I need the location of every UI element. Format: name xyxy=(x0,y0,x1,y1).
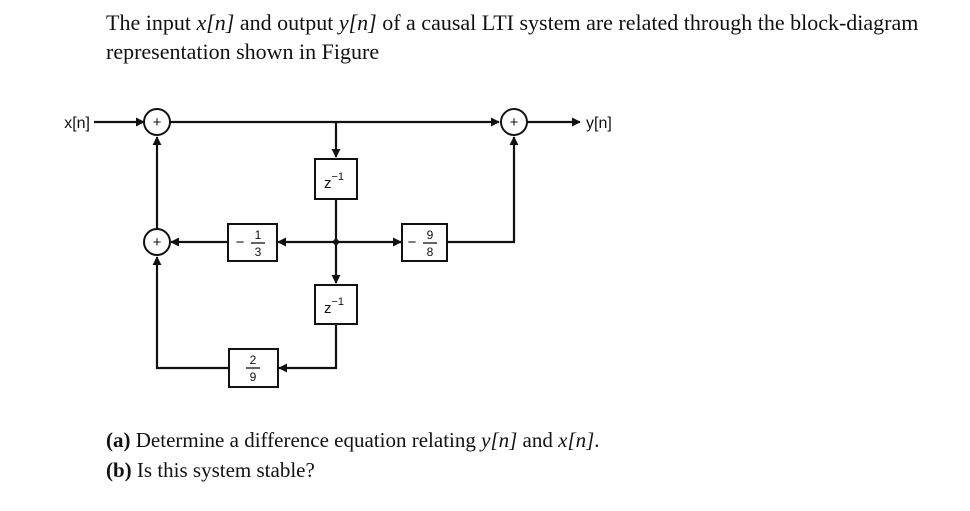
problem-statement: The input x[n] and output y[n] of a caus… xyxy=(106,8,966,66)
intro-text-1: The input xyxy=(106,10,197,35)
question-a-label: (a) xyxy=(106,428,131,452)
delay-block-2: z−1 xyxy=(314,284,358,325)
intro-text-2: and output xyxy=(234,10,339,35)
delay-1-label: z−1 xyxy=(324,171,344,192)
adder-1: + xyxy=(143,108,171,136)
question-b-text-1: Is this system stable? xyxy=(131,458,315,482)
delay-block-1: z−1 xyxy=(314,158,358,200)
question-a-input-symbol: x[n] xyxy=(558,428,595,452)
input-label: x[n] xyxy=(64,115,90,132)
adder-3: + xyxy=(500,108,528,136)
question-a-text-3: . xyxy=(594,428,600,452)
gain-block-one-third: − 1 3 xyxy=(227,223,278,262)
junction-node xyxy=(333,239,339,245)
intro-text-3: of a causal LTI system are related throu… xyxy=(106,10,919,64)
adder-2-symbol: + xyxy=(153,234,162,251)
gain-block-nine-eighths: − 9 8 xyxy=(401,223,448,262)
question-b-label: (b) xyxy=(106,458,132,482)
question-b: (b) Is this system stable? xyxy=(106,455,600,485)
delay-2-label: z−1 xyxy=(324,296,344,317)
gain-nine-eighths-sign: − xyxy=(408,234,417,251)
gain-one-third-numerator: 1 xyxy=(255,228,262,242)
signal-wires xyxy=(94,117,581,373)
output-label: y[n] xyxy=(586,115,612,132)
input-signal-symbol: x[n] xyxy=(196,10,235,35)
gain-one-third-sign: − xyxy=(236,234,245,251)
adder-3-symbol: + xyxy=(510,114,519,131)
gain-nine-eighths-denominator: 8 xyxy=(427,245,434,259)
wire-two-ninths-to-adder-2 xyxy=(152,256,228,370)
gain-two-ninths-denominator: 9 xyxy=(250,370,257,384)
gain-nine-eighths-numerator: 9 xyxy=(427,228,434,242)
gain-one-third-denominator: 3 xyxy=(255,245,262,259)
question-list: (a) Determine a difference equation rela… xyxy=(106,425,600,485)
gain-block-two-ninths: 2 9 xyxy=(228,348,279,388)
question-a-text-2: and xyxy=(517,428,559,452)
adder-2: + xyxy=(143,228,171,256)
wire-delay-2-to-gain-two-ninths xyxy=(278,324,338,373)
question-a: (a) Determine a difference equation rela… xyxy=(106,425,600,455)
question-a-output-symbol: y[n] xyxy=(481,428,518,452)
adder-1-symbol: + xyxy=(153,114,162,131)
gain-two-ninths-numerator: 2 xyxy=(250,353,257,367)
wire-nine-eighths-to-adder-3 xyxy=(447,136,519,244)
output-signal-symbol: y[n] xyxy=(338,10,377,35)
question-a-text-1: Determine a difference equation relating xyxy=(130,428,482,452)
